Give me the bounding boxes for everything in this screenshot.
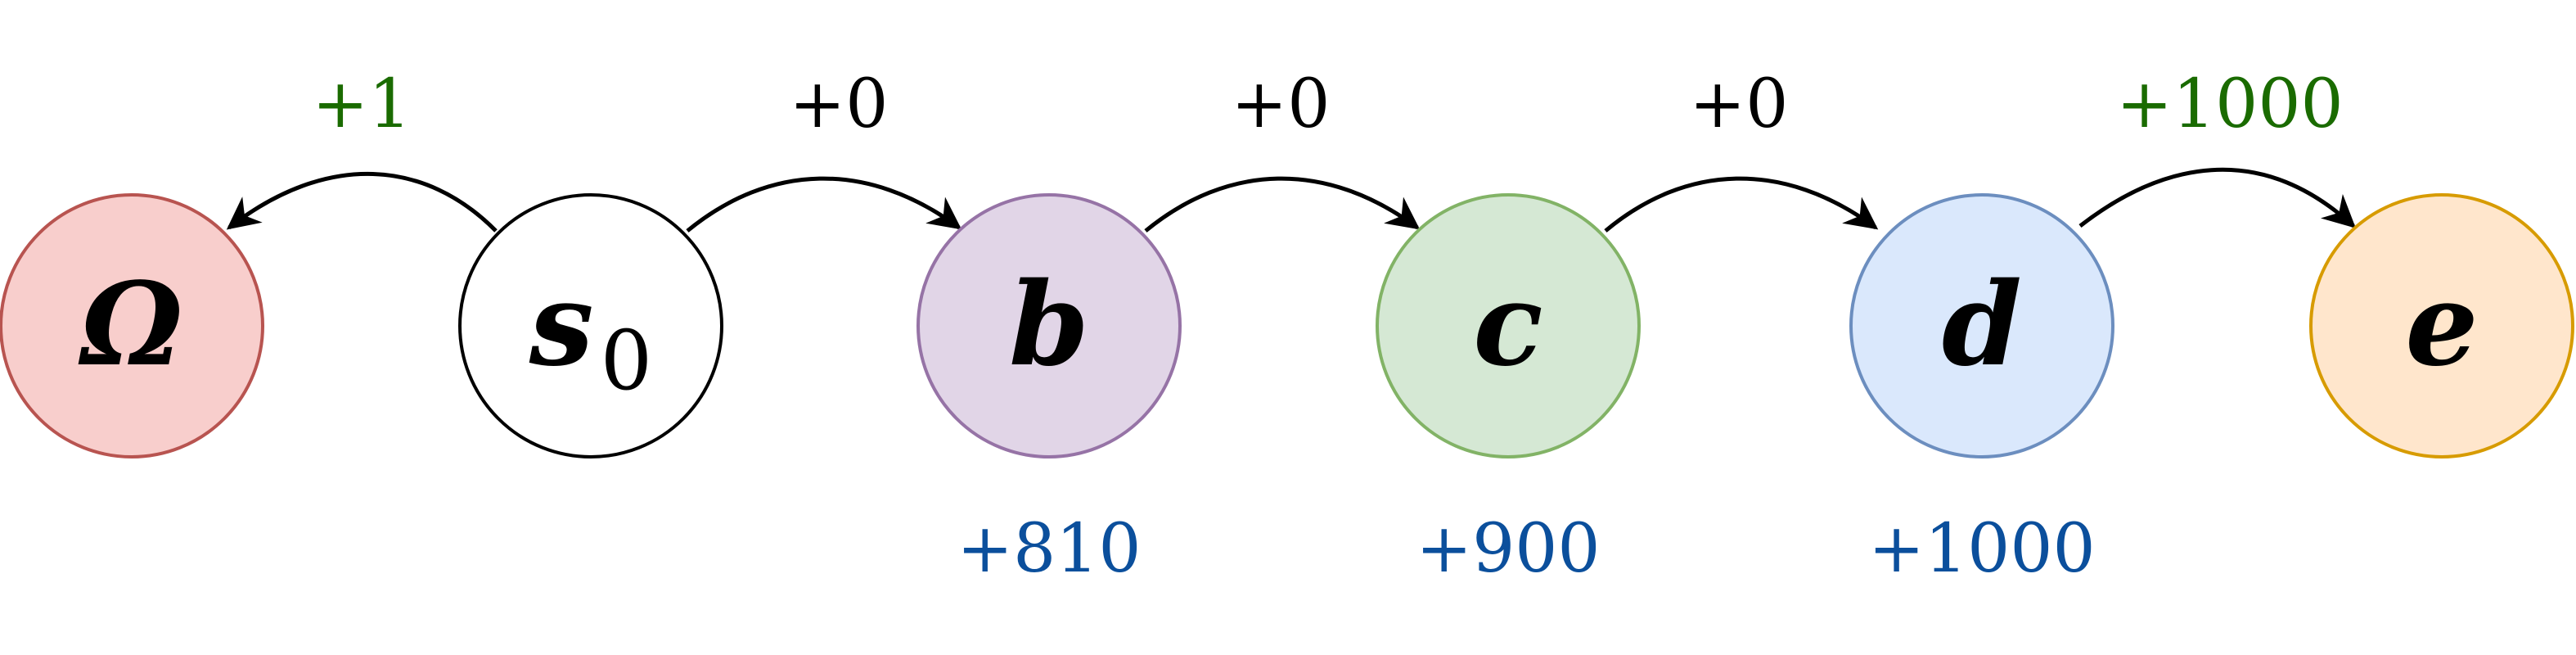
edge-label-c-d: +0	[1690, 66, 1789, 143]
edges	[226, 167, 2356, 233]
value-labels: +810 +900 +1000	[957, 510, 2095, 588]
node-s0-label: s	[529, 258, 594, 392]
value-label-d: +1000	[1868, 510, 2095, 588]
node-omega-label: Ω	[78, 258, 183, 392]
node-omega: Ω	[0, 193, 264, 458]
edge-c-to-d	[1604, 176, 1879, 233]
node-d-circle	[1849, 193, 2114, 458]
edge-s0-to-omega	[226, 172, 498, 233]
node-e-label: e	[2405, 258, 2478, 392]
node-omega-circle	[0, 193, 264, 458]
node-s0-subscript: 0	[601, 313, 653, 409]
node-e: e	[2309, 193, 2574, 458]
node-s0: s0	[458, 193, 723, 458]
node-b-circle	[916, 193, 1182, 458]
node-d: d	[1849, 193, 2114, 458]
edge-label-s0-b: +0	[790, 66, 889, 143]
node-s0-circle	[458, 193, 723, 458]
value-label-b: +810	[957, 510, 1141, 588]
edge-labels: +1 +0 +0 +0 +1000	[313, 66, 2344, 143]
node-c-circle	[1376, 193, 1641, 458]
node-c-label: c	[1473, 258, 1542, 392]
edge-label-b-c: +0	[1232, 66, 1331, 143]
node-d-label: d	[1942, 258, 2022, 392]
node-c: c	[1376, 193, 1641, 458]
svg-text:s0: s0	[529, 258, 652, 409]
edge-d-to-e	[2078, 167, 2356, 228]
edge-label-d-e: +1000	[2116, 66, 2343, 143]
value-label-c: +900	[1416, 510, 1600, 588]
edge-s0-to-b	[686, 176, 962, 233]
node-e-circle	[2309, 193, 2574, 458]
node-b: b	[916, 193, 1182, 458]
edge-b-to-c	[1144, 176, 1421, 233]
node-b-label: b	[1009, 258, 1089, 392]
edge-label-s0-omega: +1	[313, 66, 412, 143]
